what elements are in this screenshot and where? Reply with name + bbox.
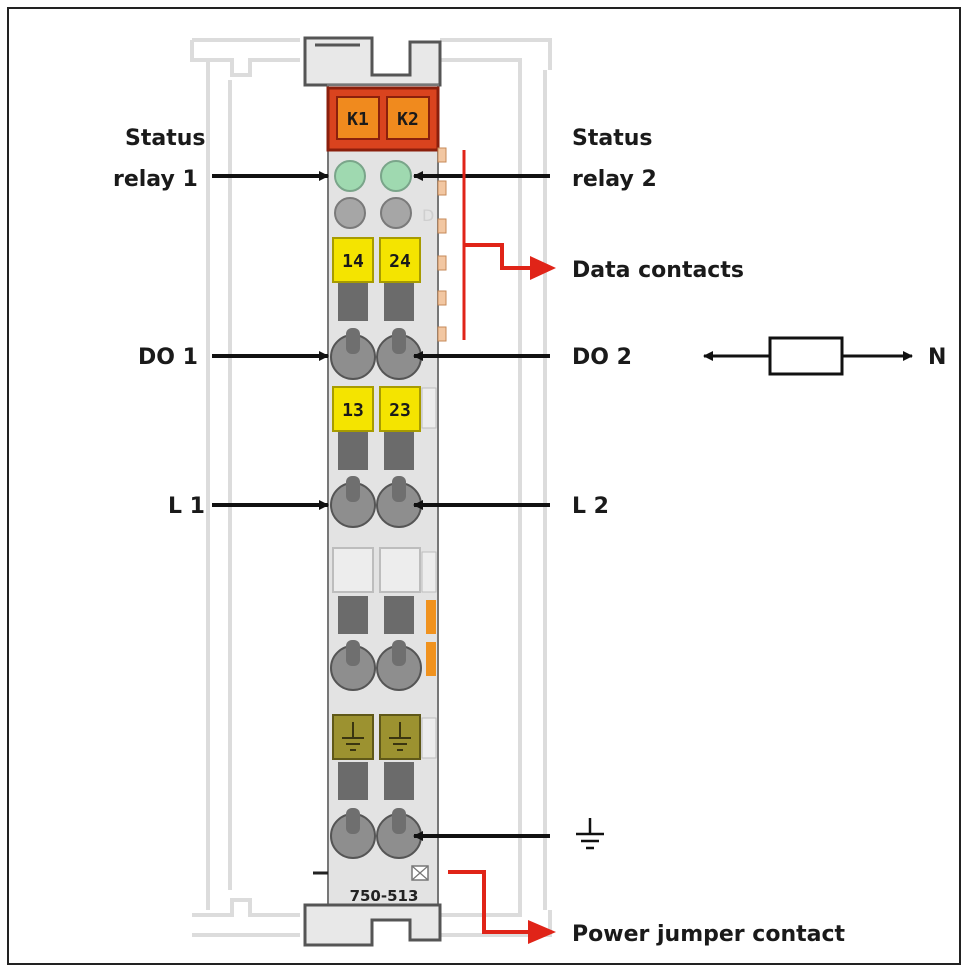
terminal-tag-24-text: 24 [389,251,411,272]
arrow-power-jumper-head [528,920,556,944]
load-symbol [703,336,913,376]
label-do2: DO 2 [572,345,632,370]
arrow-power-jumper [448,870,530,934]
clamp-l2 [376,476,422,528]
relay-tag-k1 [336,96,380,140]
status-led-2 [380,160,412,192]
release-slot [338,762,368,800]
load-resistor-icon [768,336,844,376]
label-power-jumper-contact: Power jumper contact [572,922,846,947]
label-status-relay-1-line2: relay 1 [113,167,198,192]
terminal-tag-23 [379,386,421,432]
arrow-data-contacts [464,243,532,270]
label-data-contacts: Data contacts [572,258,744,283]
blank-marker [379,547,421,593]
terminal-tag-24 [379,237,421,283]
label-status-relay-1-line1: Status [125,126,205,151]
diagram-frame [7,7,961,965]
rail-clip-bottom [303,903,442,947]
status-led-1 [334,160,366,192]
led-d-label: D [422,206,434,225]
ground-tag-1 [332,714,374,760]
release-slot [338,283,368,321]
relay-module: K1 K2 D 14 24 [303,36,447,947]
neighbor-module-left [190,38,300,937]
label-n: N [928,345,946,370]
model-number: 750-513 [350,887,419,905]
ground-tag-2 [379,714,421,760]
power-jumper-blade [426,642,436,676]
neighbor-module-right [440,38,552,937]
clamp-unused-1 [330,640,376,691]
relay-tag-k2 [386,96,430,140]
side-tabs [421,387,437,759]
label-status-relay-2-line2: relay 2 [572,167,657,192]
data-contact-pins [437,147,447,342]
clamp-unused-2 [376,640,422,691]
label-l2: L 2 [572,494,609,519]
label-do1: DO 1 [138,345,198,370]
release-slot [384,432,414,470]
release-slot [384,596,414,634]
terminal-tag-13-text: 13 [342,400,364,421]
clamp-do2 [376,328,422,380]
release-slot [384,762,414,800]
clamp-l1 [330,476,376,528]
terminal-tag-23-text: 23 [389,400,411,421]
label-status-relay-2-line1: Status [572,126,652,151]
clamp-do1 [330,328,376,380]
clamp-ground-1 [330,808,376,859]
release-slot [338,596,368,634]
release-slot [338,432,368,470]
relay-tag-k2-text: K2 [397,109,419,130]
power-jumper-blade [426,600,436,634]
led-off-2 [380,197,412,229]
terminal-tag-14 [332,237,374,283]
release-slot [384,283,414,321]
ground-symbol-icon [576,818,604,850]
arrow-data-contacts-head [530,256,556,280]
terminal-tag-14-text: 14 [342,251,364,272]
relay-tag-k1-text: K1 [347,109,369,130]
terminal-tag-13 [332,386,374,432]
led-off-1 [334,197,366,229]
label-l1: L 1 [168,494,205,519]
blank-marker [332,547,374,593]
